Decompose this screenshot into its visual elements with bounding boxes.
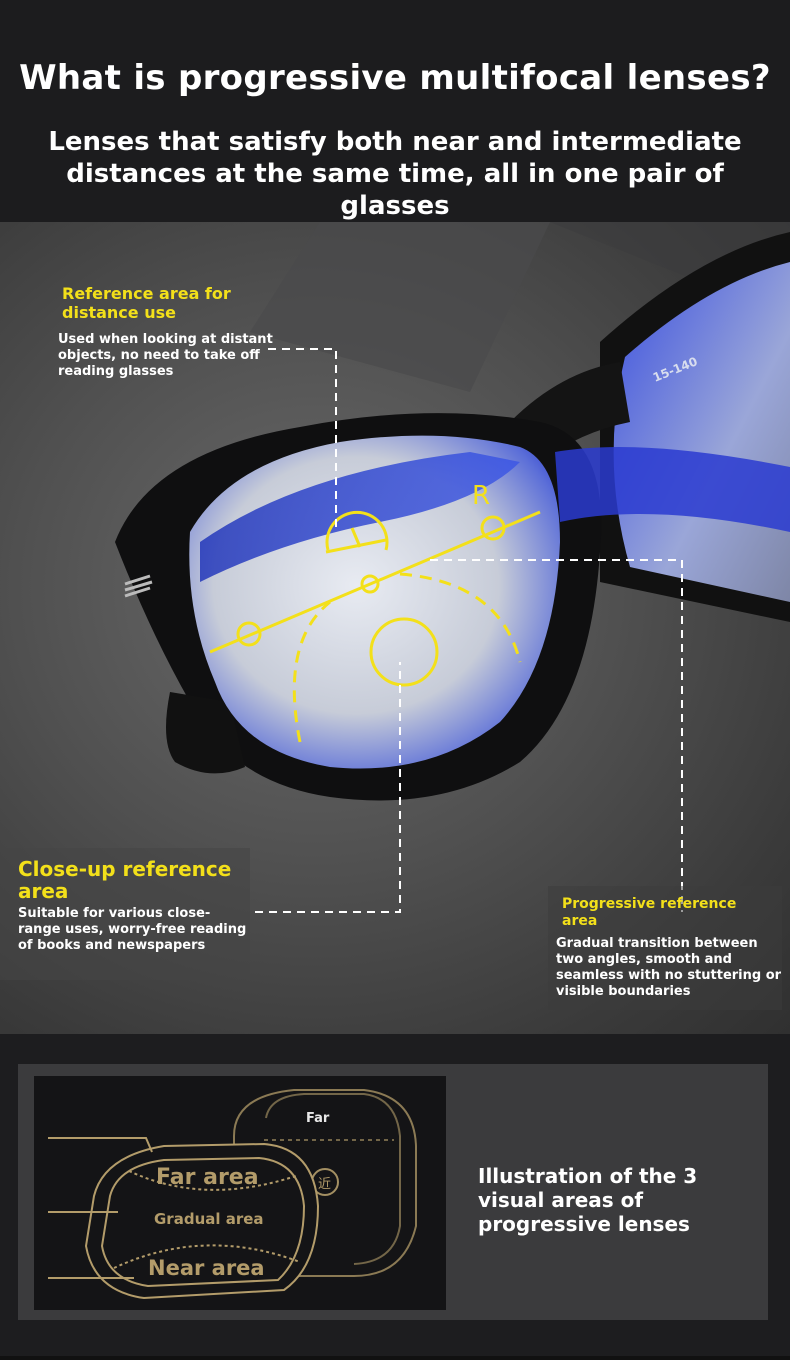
diagram-section: Far 近 Far area Gradual area Near area Il… <box>0 1034 790 1360</box>
bottom-edge <box>0 1356 790 1360</box>
diagram-caption: Illustration of the 3 visual areas of pr… <box>478 1164 698 1236</box>
progressive-area-title: Progressive reference area <box>562 896 737 929</box>
back-lens-near-glyph: 近 <box>318 1177 331 1192</box>
close-area-title: Close-up reference area <box>18 857 232 903</box>
gradual-area-label: Gradual area <box>154 1210 264 1228</box>
far-area-title: Reference area for distance use <box>62 284 231 322</box>
page-subtitle: Lenses that satisfy both near and interm… <box>48 127 742 221</box>
glasses-illustration: 15-140 R <box>115 222 790 913</box>
progressive-area-backdrop <box>548 886 782 1010</box>
lens-zones-diagram: Far 近 Far area Gradual area Near area <box>34 1076 446 1310</box>
progressive-area-callout: Progressive reference area Gradual trans… <box>548 886 786 1010</box>
far-area-callout: Reference area for distance use Used whe… <box>58 284 302 379</box>
far-area-label: Far area <box>156 1165 259 1190</box>
lens-zones-svg: Far 近 Far area Gradual area Near area <box>48 1089 417 1300</box>
header-banner: What is progressive multifocal lenses? L… <box>0 0 790 222</box>
glasses-photo: 15-140 R <box>0 222 790 1034</box>
close-area-callout: Close-up reference area Suitable for var… <box>0 848 250 980</box>
far-area-description: Used when looking at distant objects, no… <box>58 332 273 379</box>
close-area-backdrop <box>0 848 250 980</box>
diagram-panel: Far 近 Far area Gradual area Near area Il… <box>18 1064 768 1320</box>
close-area-description: Suitable for various close-range uses, w… <box>18 906 247 953</box>
page-title: What is progressive multifocal lenses? <box>19 58 771 98</box>
near-area-label: Near area <box>148 1256 265 1280</box>
progressive-area-description: Gradual transition between two angles, s… <box>556 936 782 999</box>
lens-letter: R <box>472 481 490 511</box>
back-lens-far-label: Far <box>306 1111 330 1126</box>
